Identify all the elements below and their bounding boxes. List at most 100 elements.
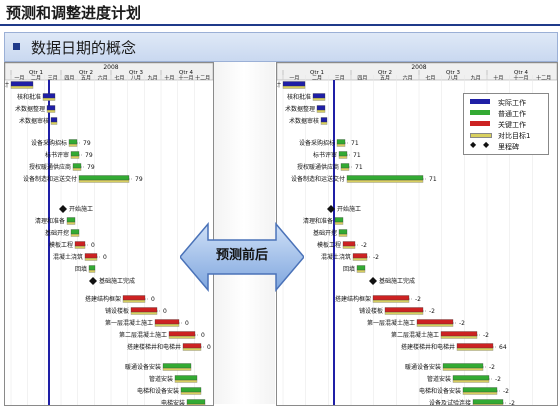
task-label: 计 (5, 81, 9, 89)
task-bar (70, 229, 80, 235)
task-bar (442, 363, 484, 369)
panel-gap (213, 62, 275, 404)
month-label: 七月 (425, 75, 435, 82)
double-arrow-icon (180, 222, 304, 292)
task-bar (372, 295, 410, 301)
month-label: 一月 (14, 76, 24, 82)
slack-value: 71 (355, 164, 363, 171)
task-bar (342, 241, 356, 247)
task-bar (384, 307, 424, 313)
month-label: 九月 (148, 75, 158, 82)
task-bar (440, 331, 478, 337)
baseline-bar (122, 299, 146, 303)
month-label: 三月 (48, 76, 58, 82)
month-label: 十月 (164, 75, 174, 82)
task-label: 术数据审核 (19, 117, 49, 125)
task-label: 授权暖通供应商 (29, 163, 71, 171)
task-bar (338, 229, 348, 235)
task-label: 清理和准备 (35, 217, 65, 225)
month-label: 八月 (131, 76, 141, 82)
baseline-bar (70, 233, 80, 237)
baseline-bar (50, 121, 58, 125)
slack-value: -2 (429, 308, 435, 315)
baseline-bar (334, 221, 344, 225)
task-label: 设备及试验连接 (429, 399, 471, 405)
task-label: 搭建楼梯井和电梯井 (127, 343, 181, 351)
baseline-bar (10, 85, 34, 89)
month-label: 十二月 (195, 75, 210, 82)
task-label: 清理和准备 (303, 217, 333, 225)
baseline-bar (356, 269, 366, 273)
month-label: 六月 (98, 75, 108, 82)
milestone-marker (89, 277, 97, 285)
month-label: 四月 (64, 76, 74, 82)
task-label: 基础施工完成 (99, 277, 135, 285)
slack-value: -2 (373, 254, 379, 261)
baseline-bar (462, 391, 498, 395)
slack-value: -2 (361, 242, 367, 249)
quarter-label: Qtr 4 (514, 70, 528, 76)
slack-value: 79 (83, 140, 91, 147)
task-bar (68, 139, 78, 145)
baseline-bar (84, 257, 98, 261)
task-bar (66, 217, 76, 223)
task-label: 设备采购招标 (31, 139, 67, 147)
task-label: 管道安装 (149, 375, 173, 383)
arrow-label: 预测前后 (215, 248, 268, 263)
task-label: 模板工程 (317, 241, 341, 249)
task-label: 模板工程 (49, 241, 73, 249)
slack-value: 71 (429, 176, 437, 183)
task-bar (10, 81, 34, 87)
baseline-bar (320, 121, 328, 125)
slack-value: -2 (509, 400, 515, 405)
month-label: 三月 (335, 76, 345, 82)
legend: 实际工作 普通工作 关键工作 对比目标1 ◆ ◆ 里程碑 (463, 93, 549, 155)
task-label: 授权暖通供应商 (297, 163, 339, 171)
year-label: 2008 (411, 64, 426, 71)
baseline-bar (168, 335, 196, 339)
baseline-bar (68, 143, 78, 147)
task-label: 电梯和设备安装 (137, 387, 179, 395)
baseline-bar (338, 155, 348, 159)
baseline-bar (66, 221, 76, 225)
task-bar (84, 253, 98, 259)
task-bar (186, 399, 206, 405)
task-label: 电梯安装 (161, 399, 185, 405)
task-label: 标书评审 (45, 151, 69, 159)
section-header: 数据日期的概念 (4, 32, 558, 62)
task-label: 暖通设备安装 (125, 363, 161, 371)
task-bar (452, 375, 490, 381)
slack-value: 79 (85, 152, 93, 159)
task-label: 第一层混凝土施工 (105, 319, 153, 327)
task-label: 核和批准 (17, 93, 41, 101)
baseline-bar (312, 97, 326, 101)
slack-value: -2 (503, 388, 509, 395)
task-bar (336, 139, 346, 145)
baseline-bar (442, 367, 484, 371)
quarter-label: Qtr 1 (310, 70, 324, 76)
year-label: 2008 (103, 64, 118, 71)
task-label: 第一层混凝土施工 (367, 319, 415, 327)
task-label: 计 (277, 81, 281, 89)
month-label: 五月 (380, 76, 390, 82)
milestone-marker (327, 205, 335, 213)
task-label: 开始施工 (69, 205, 93, 213)
task-label: 铺设楼板 (359, 307, 383, 315)
page-title: 预测和调整进度计划 (6, 4, 142, 22)
task-label: 基础施工完成 (379, 277, 415, 285)
task-label: 设备制造和运送交付 (23, 175, 77, 183)
month-label: 四月 (357, 76, 367, 82)
baseline-bar (42, 97, 56, 101)
month-label: 九月 (471, 75, 481, 82)
task-label: 电梯和设备安装 (419, 387, 461, 395)
slack-value: 79 (135, 176, 143, 183)
milestone-marker (59, 205, 67, 213)
task-bar (320, 117, 328, 123)
slack-value: 0 (103, 254, 107, 261)
month-label: 七月 (114, 75, 124, 82)
baseline-bar (282, 85, 306, 89)
baseline-bar (336, 143, 346, 147)
month-label: 一月 (289, 76, 299, 82)
